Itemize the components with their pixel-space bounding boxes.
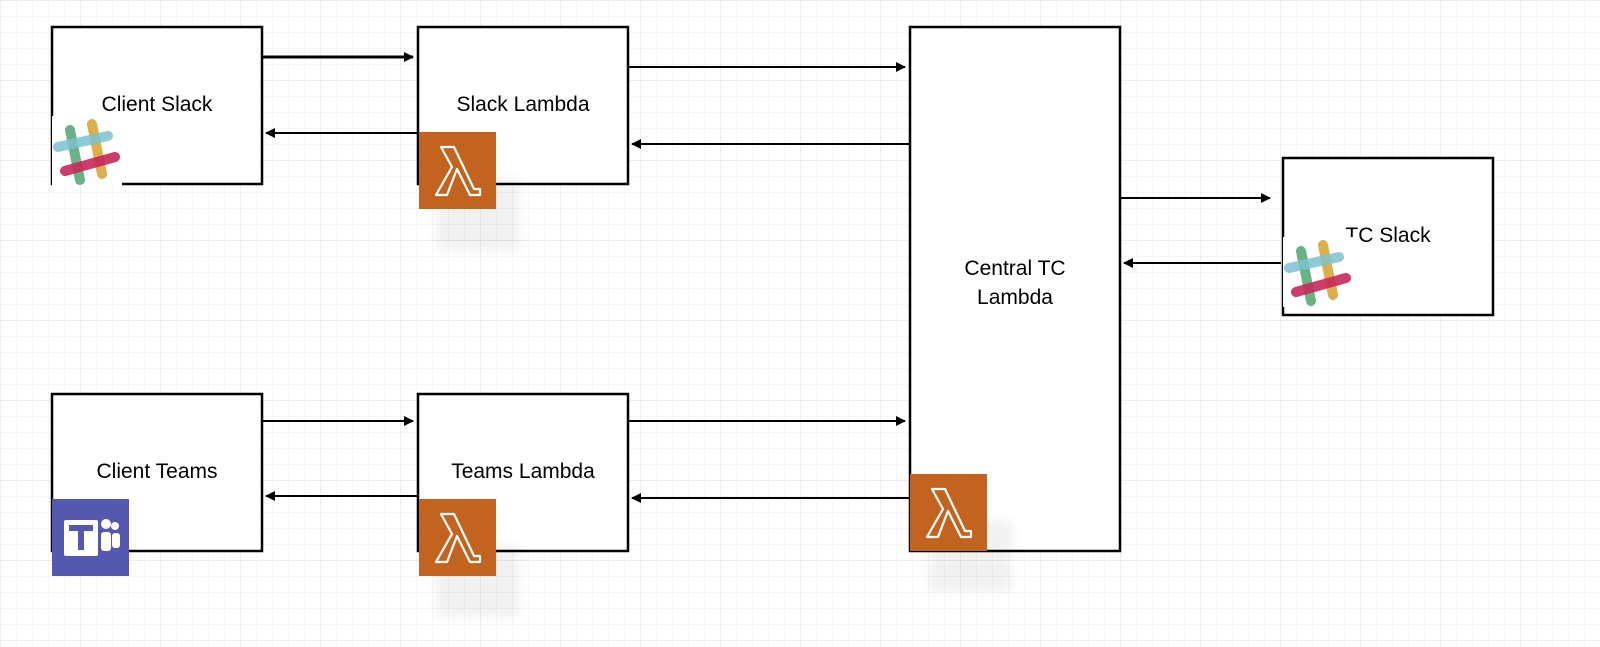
- node-teams-lambda[interactable]: Teams Lambda: [416, 392, 630, 617]
- node-client-slack[interactable]: Client Slack: [50, 25, 264, 186]
- node-slack-lambda[interactable]: Slack Lambda: [416, 25, 630, 250]
- slack-icon: [52, 116, 122, 186]
- node-central-tc-lambda-label-line2: Lambda: [977, 286, 1053, 309]
- node-slack-lambda-label: Slack Lambda: [456, 93, 589, 116]
- node-central-tc-lambda[interactable]: Central TC Lambda: [908, 25, 1122, 592]
- node-teams-lambda-label: Teams Lambda: [451, 460, 595, 483]
- slack-icon: [1283, 237, 1353, 307]
- microsoft-teams-icon: [52, 499, 129, 576]
- connectors: [263, 52, 1281, 503]
- node-tc-slack-label: TC Slack: [1345, 224, 1431, 247]
- node-tc-slack[interactable]: TC Slack: [1281, 156, 1495, 317]
- aws-lambda-icon: [908, 472, 989, 553]
- node-central-tc-lambda-box: [908, 25, 1122, 553]
- node-client-teams[interactable]: Client Teams: [50, 392, 264, 576]
- node-client-teams-label: Client Teams: [97, 460, 218, 483]
- node-central-tc-lambda-label-line1: Central TC: [964, 257, 1065, 280]
- aws-lambda-icon: [417, 130, 498, 211]
- aws-lambda-icon: [417, 497, 498, 578]
- node-client-slack-label: Client Slack: [102, 93, 213, 116]
